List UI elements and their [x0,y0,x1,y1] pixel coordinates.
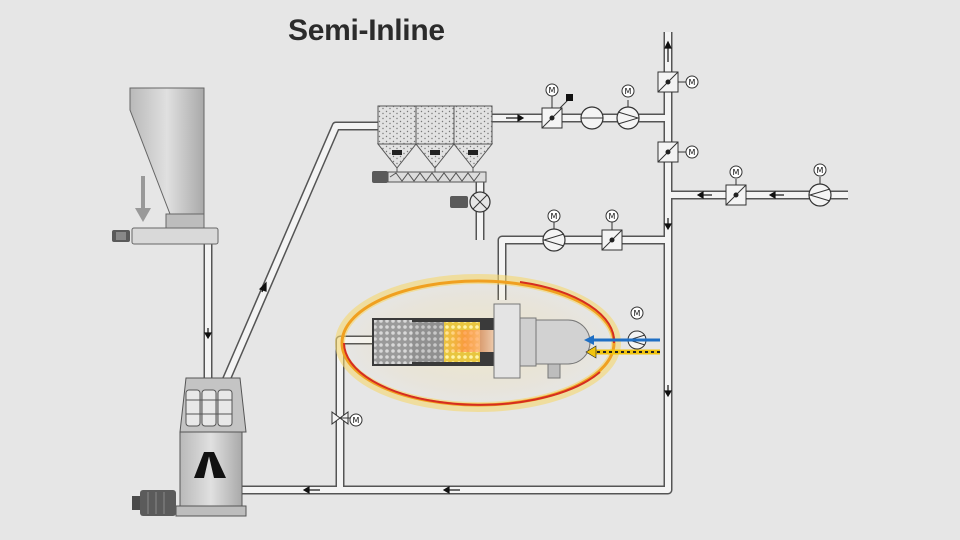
screw-feeder [112,227,219,245]
motor-icon: M [685,145,699,159]
svg-text:M: M [733,168,740,177]
rotary-valve [450,191,491,213]
motor-icon: M [545,83,559,97]
combustion-air-arrow [584,335,660,345]
svg-text:M: M [609,212,616,221]
motor-icon: M [729,165,743,179]
flow-arrows [203,40,784,495]
svg-text:M: M [551,212,558,221]
fan-1 [580,106,604,130]
motor-icon: M [621,84,635,98]
svg-text:M: M [817,166,824,175]
bag-filter [376,105,494,172]
mill-motor [132,490,176,516]
motor-icon: M [630,306,644,320]
pipe-main-vertical [232,32,673,495]
pipe-network [203,32,848,495]
motor-icon: M [685,75,699,89]
svg-text:M: M [353,416,360,425]
fan-fresh-air [808,177,832,207]
fan-recirc [542,222,566,252]
fan-2 [616,100,640,130]
motor-icon: M [605,209,619,223]
hot-gas-generator [372,303,591,379]
svg-text:M: M [625,87,632,96]
damper-recirc [601,222,623,251]
diagram-title: Semi-Inline [288,14,445,47]
motor-icon: M [547,209,561,223]
svg-text:M: M [689,148,696,157]
fuel-arrow [585,345,660,359]
svg-text:M: M [549,86,556,95]
damper-fresh-air [725,179,747,206]
collecting-screw [372,171,487,183]
raw-material-hopper [129,87,205,229]
mill [175,377,247,517]
damper-main [657,141,686,163]
damper-stack [657,71,686,93]
bypass-valve [331,411,352,425]
motor-icon: M [813,163,827,177]
motor-icon: M [349,413,363,427]
damper-filter-outlet [541,94,573,129]
motor-symbols: M M M M M M M M M M [349,75,827,427]
svg-text:M: M [634,309,641,318]
svg-text:M: M [689,78,696,87]
